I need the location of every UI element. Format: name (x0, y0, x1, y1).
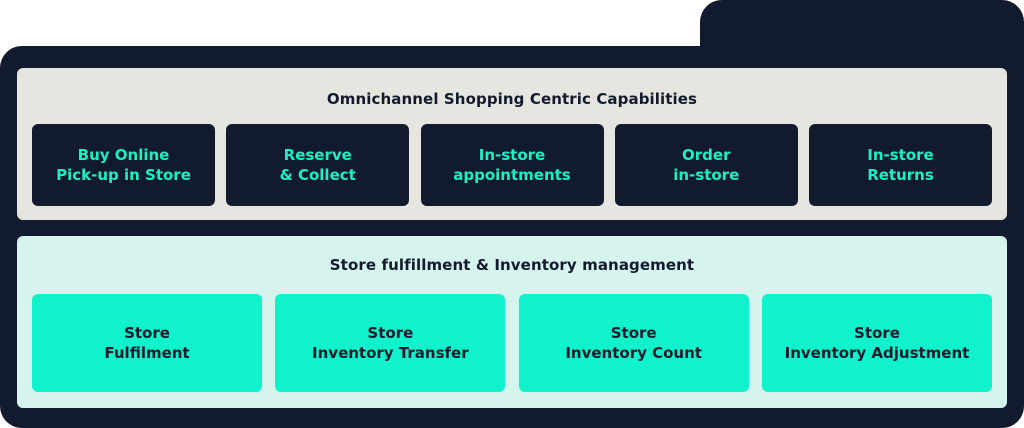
card-line: in-store (673, 166, 740, 184)
card-buy-online-pickup: Buy Online Pick-up in Store (32, 124, 215, 206)
omnichannel-capabilities-section: Omnichannel Shopping Centric Capabilitie… (17, 68, 1007, 220)
card-line: Buy Online (77, 146, 170, 164)
card-line: Pick-up in Store (56, 166, 191, 184)
store-fulfillment-cards: Store Fulfilment Store Inventory Transfe… (32, 294, 992, 392)
card-line: In-store (867, 146, 934, 164)
card-store-inventory-count: Store Inventory Count (518, 294, 749, 392)
card-line: Fulfilment (104, 344, 190, 362)
card-line: Store (854, 324, 900, 342)
card-line: Store (124, 324, 170, 342)
card-line: Store (610, 324, 657, 342)
card-line: Order (682, 146, 731, 164)
card-line: & Collect (279, 166, 356, 184)
card-store-fulfilment: Store Fulfilment (32, 294, 262, 392)
card-line: Reserve (283, 146, 352, 164)
store-fulfillment-section: Store fulfillment & Inventory management… (17, 236, 1007, 408)
store-fulfillment-section-title: Store fulfillment & Inventory management (329, 256, 695, 274)
card-store-inventory-transfer: Store Inventory Transfer (275, 294, 506, 392)
omnichannel-cards: Buy Online Pick-up in Store Reserve & Co… (32, 124, 992, 206)
card-line: Inventory Count (565, 344, 702, 362)
card-line: Store (367, 324, 414, 342)
omnichannel-section-title: Omnichannel Shopping Centric Capabilitie… (326, 90, 698, 108)
card-line: Returns (867, 166, 934, 184)
card-line: In-store (478, 146, 546, 164)
card-reserve-collect: Reserve & Collect (226, 124, 410, 206)
card-line: Inventory Adjustment (784, 344, 970, 362)
card-line: appointments (453, 166, 571, 184)
card-in-store-appointments: In-store appointments (420, 124, 604, 206)
card-store-inventory-adjustment: Store Inventory Adjustment (761, 294, 992, 392)
card-order-in-store: Order in-store (614, 124, 798, 206)
card-in-store-returns: In-store Returns (809, 124, 992, 206)
card-line: Inventory Transfer (312, 344, 469, 362)
